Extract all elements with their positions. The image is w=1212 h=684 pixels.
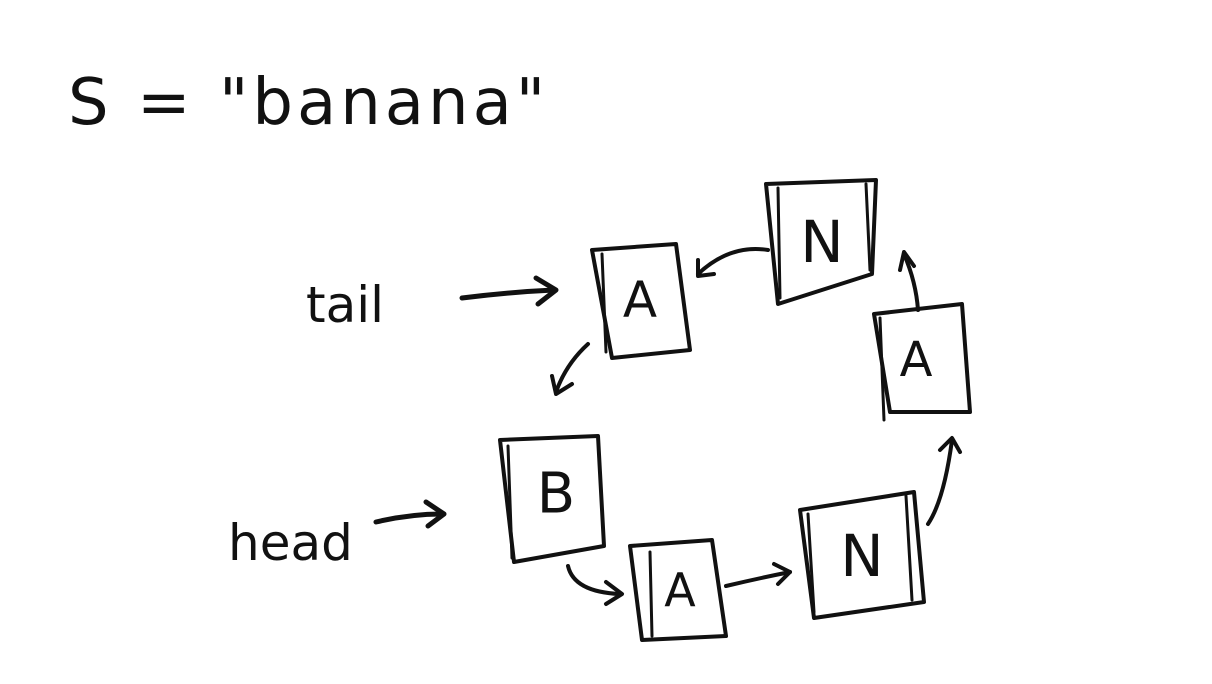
link-n-to-a-tail [696, 247, 770, 278]
node-a-tail: A [590, 242, 692, 360]
head-pointer-arrow [373, 499, 447, 529]
node-letter: B [537, 462, 575, 527]
node-letter: N [840, 522, 883, 590]
link-n-to-a [926, 436, 962, 526]
link-b-to-a [566, 564, 624, 606]
link-a-tail-to-b [550, 342, 590, 396]
link-a-to-n-top [898, 250, 920, 312]
node-letter: A [623, 271, 657, 329]
node-a-bottom: A [628, 538, 728, 642]
node-letter: A [900, 332, 933, 388]
link-a-to-n [724, 562, 792, 588]
node-letter: N [800, 208, 843, 276]
head-label: head [228, 514, 353, 572]
string-definition: S = "banana" [68, 66, 549, 140]
node-letter: A [664, 563, 696, 617]
node-a-right: A [872, 302, 972, 422]
node-n-top: N [764, 178, 878, 306]
node-b-head: B [498, 434, 606, 564]
node-n-bottom: N [798, 490, 926, 620]
tail-pointer-arrow [459, 275, 559, 307]
tail-label: tail [306, 276, 384, 334]
